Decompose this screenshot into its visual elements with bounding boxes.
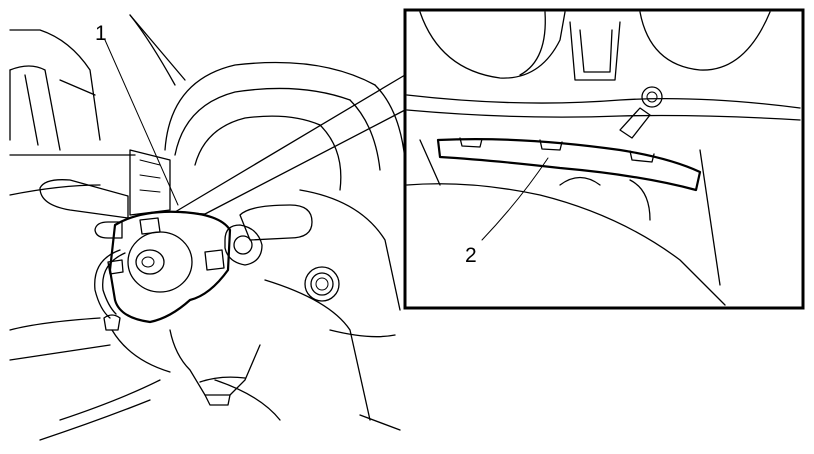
ignition-switch: [304, 266, 340, 302]
dashboard-right-panel: [214, 189, 401, 431]
dashboard-outline: [9, 14, 186, 441]
zoom-projection: [174, 74, 406, 215]
steering-column-cover: [169, 329, 261, 406]
instrument-cluster-hood: [129, 61, 406, 216]
callout-label-2: 2: [465, 244, 477, 267]
right-stalk-lever: [224, 204, 313, 266]
clock-spring: [94, 210, 232, 373]
callout-label-1: 1: [95, 22, 107, 45]
leader-line-1: [104, 39, 179, 206]
detail-inset: [403, 8, 805, 310]
